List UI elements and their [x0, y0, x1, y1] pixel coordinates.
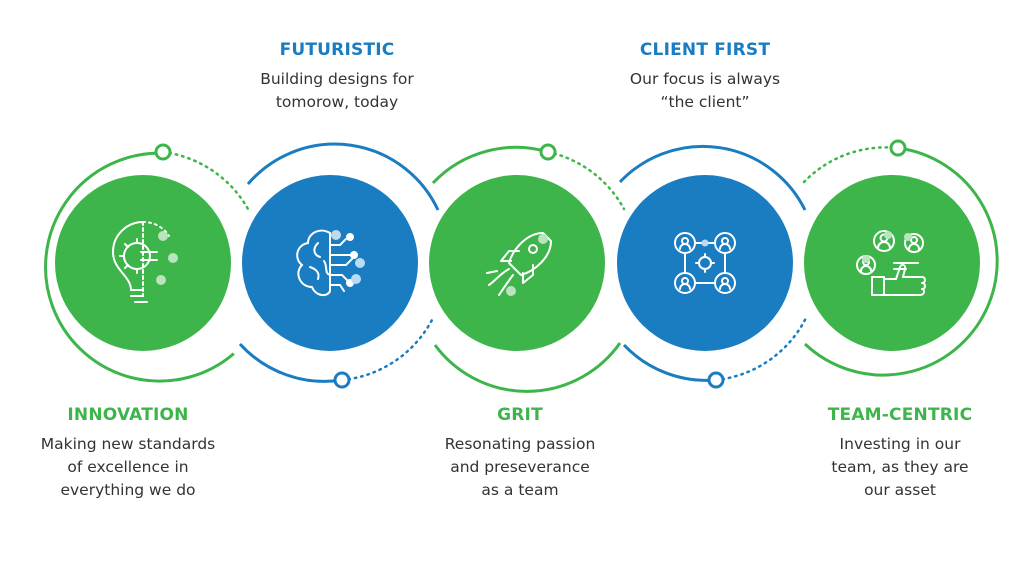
team-centric-ring-dots [802, 146, 900, 184]
team-thumbs-up-icon [856, 230, 926, 296]
client-first-ring-node [707, 371, 725, 389]
value-title: GRIT [497, 405, 543, 425]
value-description: Investing in our team, as they are our a… [831, 435, 969, 499]
team-centric-circle [804, 175, 980, 351]
grit-circle [429, 175, 605, 351]
client-first-label: CLIENT FIRST Our focus is always “the cl… [600, 40, 810, 114]
value-description: Resonating passion and preseverance as a… [444, 435, 596, 499]
grit-ring-dots [546, 150, 626, 211]
brain-circuit-icon [296, 229, 365, 297]
innovation-label: INNOVATION Making new standards of excel… [23, 405, 233, 502]
team-centric-ring [803, 146, 999, 377]
value-title: FUTURISTIC [279, 40, 395, 60]
client-first-ring-bottom [622, 343, 717, 382]
client-first-circle [617, 175, 793, 351]
value-description: Making new standards of excellence in ev… [40, 435, 216, 499]
futuristic-label: FUTURISTIC Building designs for tomorow,… [232, 40, 442, 114]
client-first-ring-top [618, 144, 807, 211]
value-description: Building designs for tomorow, today [260, 70, 414, 111]
team-centric-label: TEAM-CENTRIC Investing in our team, as t… [790, 405, 1010, 502]
value-title: INNOVATION [67, 405, 189, 425]
innovation-ring [44, 151, 235, 383]
innovation-ring-dots [161, 150, 250, 211]
futuristic-ring-bottom [238, 342, 343, 383]
futuristic-ring-node [333, 371, 351, 389]
value-description: Our focus is always “the client” [629, 70, 781, 111]
client-network-icon [674, 232, 736, 294]
grit-ring-bottom [433, 342, 622, 393]
lightbulb-gear-icon [111, 220, 178, 303]
innovation-ring-node [154, 143, 172, 161]
grit-ring-node [539, 143, 557, 161]
value-title: CLIENT FIRST [639, 40, 771, 60]
futuristic-ring-top [246, 142, 440, 211]
grit-ring-top [431, 145, 549, 185]
team-centric-ring-node [889, 139, 907, 157]
rocket-icon [486, 232, 552, 296]
futuristic-ring-dots [340, 316, 435, 382]
value-title: TEAM-CENTRIC [827, 405, 973, 425]
grit-label: GRIT Resonating passion and preseverance… [415, 405, 625, 502]
client-first-ring-dots [714, 316, 808, 382]
